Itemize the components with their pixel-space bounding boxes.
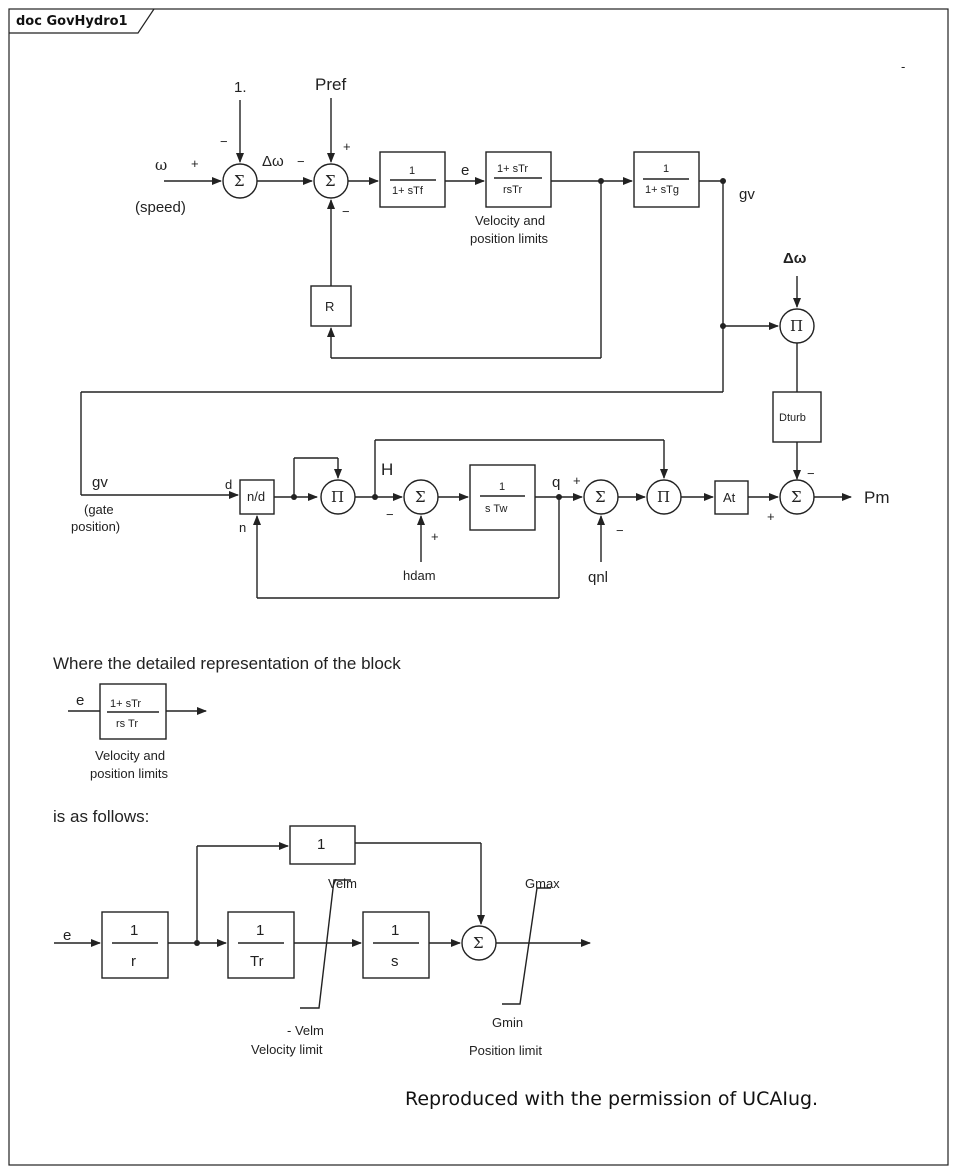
r-numerator: 1 <box>130 922 138 939</box>
nd-label: n/d <box>247 489 265 504</box>
tw-numerator: 1 <box>499 481 505 493</box>
n-label: n <box>239 520 246 535</box>
detail-limits-1: Velocity and <box>95 748 165 763</box>
detail-follows: is as follows: <box>53 807 149 826</box>
nd-block <box>239 479 275 515</box>
s-numerator: 1 <box>391 922 399 939</box>
velocity-limiter <box>300 879 351 1009</box>
one-minus: − <box>220 134 228 149</box>
h-minus: − <box>386 507 394 522</box>
diagram-title: doc GovHydro1 <box>16 14 128 29</box>
diagram-frame <box>8 8 949 1166</box>
gmin-label: Gmin <box>492 1015 523 1030</box>
neg-velm-label: - Velm <box>287 1023 324 1038</box>
integrator-block <box>362 911 430 979</box>
pi-symbol-power: Π <box>657 488 670 506</box>
r-denominator: r <box>131 953 136 970</box>
sum-symbol-2: Σ <box>325 172 336 190</box>
limits-label-top-2: position limits <box>470 231 549 246</box>
delta-omega-bold-label: Δω <box>783 250 807 267</box>
tr-block <box>485 151 552 208</box>
tr-denominator: rsTr <box>503 184 522 196</box>
hdam-plus: + <box>431 529 439 544</box>
feedback-minus: − <box>342 204 350 219</box>
expanded-e-label: e <box>63 927 71 944</box>
qnl-label: qnl <box>588 569 608 586</box>
delta-omega-label: Δω <box>262 153 284 170</box>
corner-mark: - <box>901 59 905 74</box>
dturb-block <box>772 391 822 443</box>
at-plus: + <box>767 509 775 524</box>
pi-symbol-square: Π <box>331 488 344 506</box>
unity-block <box>289 825 356 865</box>
sum-symbol-flow: Σ <box>595 488 606 506</box>
r-block <box>310 285 352 327</box>
sum-symbol-expanded: Σ <box>473 934 484 952</box>
sum-symbol-pm: Σ <box>791 488 802 506</box>
gate-label-1: (gate <box>84 502 114 517</box>
detail-e-label: e <box>76 692 84 709</box>
tw-block <box>469 464 536 531</box>
speed-label: (speed) <box>135 199 186 216</box>
hdam-label: hdam <box>403 568 436 583</box>
position-limiter <box>502 887 551 1005</box>
tg-numerator: 1 <box>663 163 669 175</box>
tr-expanded-numerator: 1 <box>256 922 264 939</box>
pref-label: Pref <box>315 75 346 94</box>
one-over-r-block <box>101 911 169 979</box>
tg-denominator: 1+ sTg <box>645 184 679 196</box>
h-label: H <box>381 460 393 479</box>
detail-numerator: 1+ sTr <box>110 698 141 710</box>
qnl-minus: − <box>616 523 624 538</box>
pi-symbol-dturb: Π <box>790 317 803 335</box>
pm-label: Pm <box>864 488 890 507</box>
omega-label: ω <box>155 156 167 174</box>
sum-symbol-head: Σ <box>415 488 426 506</box>
pref-plus: + <box>343 139 351 154</box>
detail-intro: Where the detailed representation of the… <box>53 654 401 673</box>
sum-symbol-1: Σ <box>234 172 245 190</box>
dturb-minus: − <box>807 466 815 481</box>
velm-label: Velm <box>328 876 357 891</box>
d-label: d <box>225 477 232 492</box>
limits-label-top-1: Velocity and <box>475 213 545 228</box>
q-label: q <box>552 474 560 491</box>
gmax-label: Gmax <box>525 876 560 891</box>
r-label: R <box>325 299 334 314</box>
one-label: 1. <box>234 79 247 96</box>
tr-numerator: 1+ sTr <box>497 163 528 175</box>
e-label-top: e <box>461 162 469 179</box>
q-plus: + <box>573 473 581 488</box>
tf-numerator: 1 <box>409 165 415 177</box>
one-over-tr-block <box>227 911 295 979</box>
gv-label-top: gv <box>739 186 755 203</box>
tr-expanded-denominator: Tr <box>250 953 264 970</box>
gate-label-2: position) <box>71 519 120 534</box>
gv-label-bottom: gv <box>92 474 108 491</box>
detail-limits-2: position limits <box>90 766 169 781</box>
at-label: At <box>723 490 736 505</box>
position-limit-label: Position limit <box>469 1043 542 1058</box>
tw-denominator: s Tw <box>485 503 507 515</box>
credit-line: Reproduced with the permission of UCAIug… <box>405 1088 818 1110</box>
tf-denominator: 1+ sTf <box>392 185 424 197</box>
s-denominator: s <box>391 953 399 970</box>
detail-denominator: rs Tr <box>116 718 138 730</box>
velocity-limit-label: Velocity limit <box>251 1042 323 1057</box>
delta-omega-minus: − <box>297 154 305 169</box>
diagram-tab <box>9 8 155 34</box>
unity-label: 1 <box>317 836 325 853</box>
dturb-label: Dturb <box>779 412 806 424</box>
omega-plus: + <box>191 156 199 171</box>
